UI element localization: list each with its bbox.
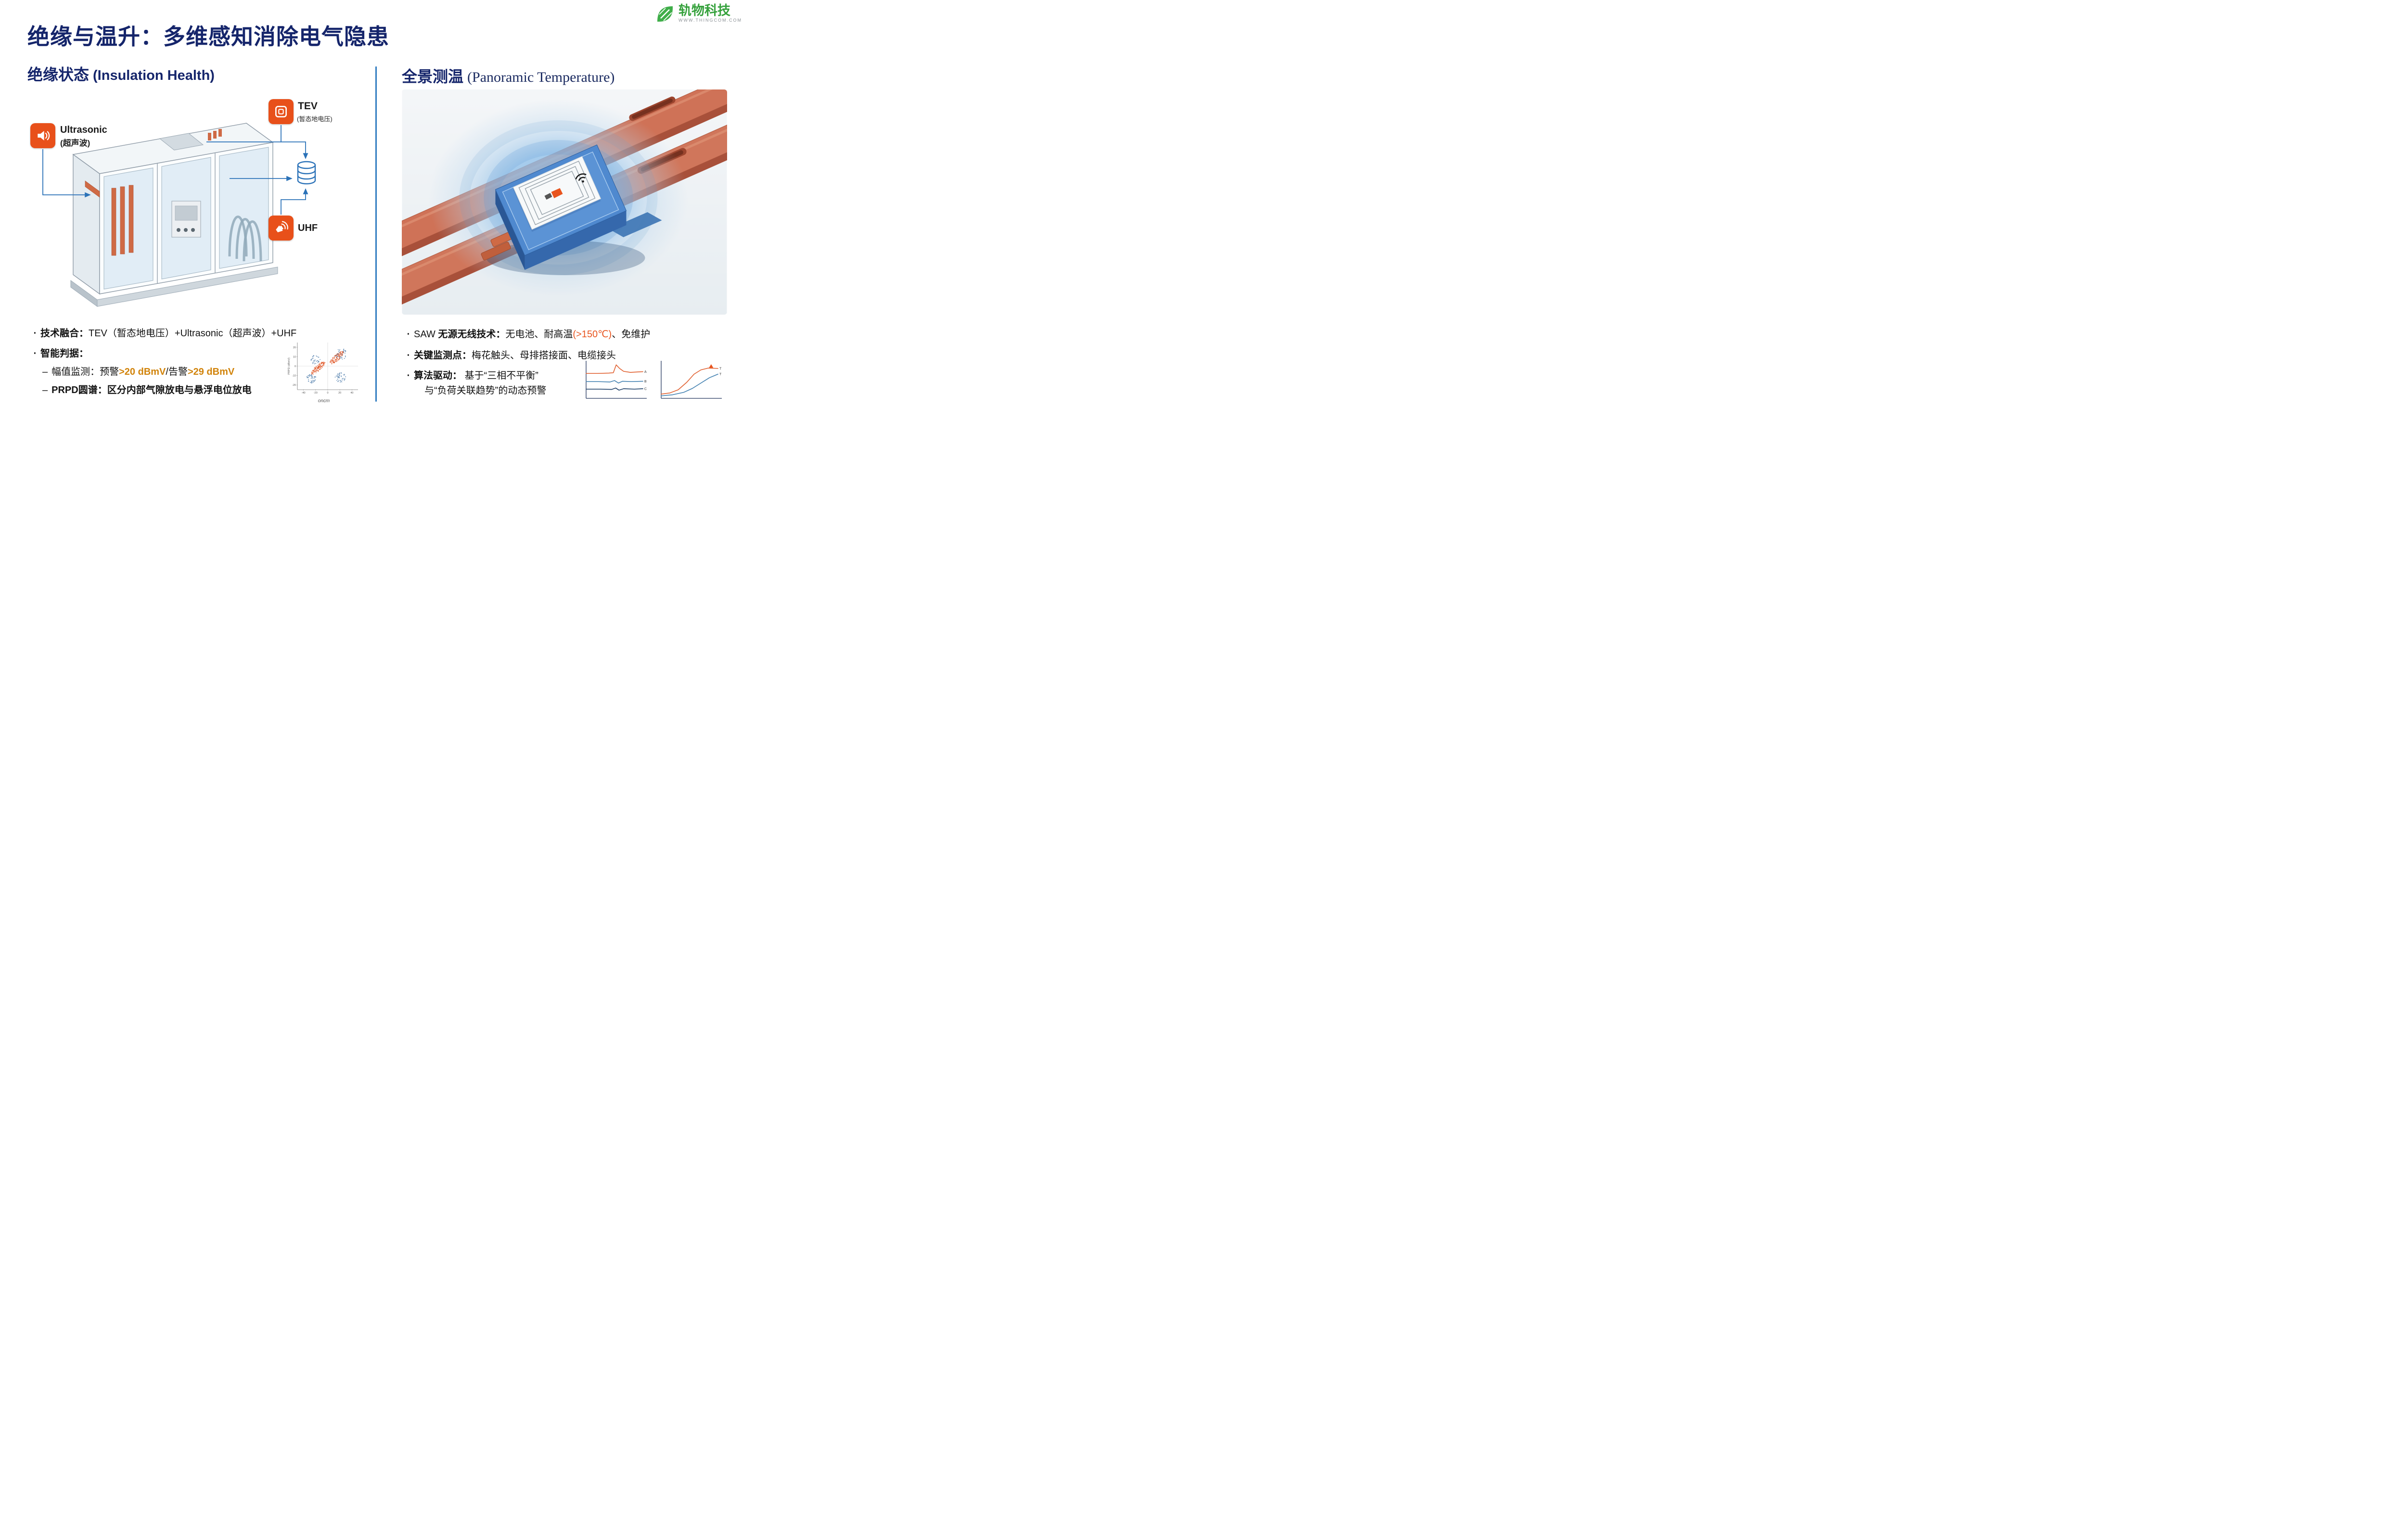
monitor-points-bullet: · 关键监测点：梅花触头、母排搭接面、电缆接头 (403, 347, 616, 361)
prpd-chart: -20 -10 0 10 20 -40 -20 0 20 40 PRPD (dBmV) oncm (286, 340, 362, 405)
amplitude-separator: /告警 (166, 367, 188, 377)
uhf-icon (269, 216, 294, 241)
algorithm-text-2: 与“负荷关联趋势”的动态预警 (424, 385, 547, 396)
svg-text:0: 0 (294, 365, 296, 368)
amplitude-prefix: 幅值监测：预警 (51, 367, 119, 377)
temperature-heading: 全景测温(Panoramic Temperature) (402, 64, 614, 87)
tev-sub-label: (暂态地电压) (297, 115, 333, 123)
logo-url: WWW.THINGCOM.COM (678, 18, 742, 23)
algorithm-text-1: 基于“三相不平衡” (464, 370, 538, 381)
saw-prefix: SAW (414, 329, 438, 340)
monitor-points-text: 梅花触头、母排搭接面、电缆接头 (472, 350, 616, 361)
svg-text:-20: -20 (314, 392, 318, 395)
fusion-bullet: ·技术融合：TEV（暂态地电压）+Ultrasonic（超声波）+UHF (30, 325, 297, 339)
svg-text:0: 0 (327, 392, 328, 395)
bullet-marker: · (33, 348, 37, 359)
warn-threshold: >20 dBmV (119, 367, 166, 377)
svg-text:T: T (719, 367, 722, 370)
saw-bullet: · SAW 无源无线技术：无电池、耐高温(>150℃)、免维护 (403, 326, 651, 340)
svg-text:-20: -20 (292, 384, 296, 387)
saw-label: 无源无线技术： (438, 329, 506, 340)
svg-text:40: 40 (350, 392, 353, 395)
svg-text:A: A (644, 370, 647, 374)
prpd-xlabel: oncm (318, 398, 330, 404)
insulation-heading-cn: 绝缘状态 (27, 66, 90, 83)
criteria-bullet: ·智能判据： (30, 345, 89, 359)
dash-marker: – (42, 367, 48, 377)
database-icon (297, 161, 316, 185)
fusion-text: TEV（暂态地电压）+Ultrasonic（超声波）+UHF (89, 328, 297, 339)
svg-text:-10: -10 (292, 375, 296, 378)
column-divider (375, 66, 377, 402)
temperature-heading-en: (Panoramic Temperature) (467, 69, 615, 85)
bullet-marker: · (407, 329, 410, 340)
svg-text:20: 20 (338, 392, 341, 395)
temperature-rating: (>150℃) (573, 329, 612, 340)
algorithm-label: 算法驱动： (414, 370, 462, 381)
criteria-label: 智能判据： (40, 348, 89, 359)
insulation-heading: 绝缘状态(Insulation Health) (27, 63, 215, 85)
uhf-label: UHF (298, 223, 318, 233)
svg-text:-40: -40 (302, 392, 306, 395)
svg-text:10: 10 (293, 356, 296, 358)
prpd-bullet: –PRPD圆谱：区分内部气隙放电与悬浮电位放电 (42, 382, 252, 396)
insulation-diagram: Ultrasonic (超声波) TEV (暂态地电压) (27, 88, 371, 329)
svg-text:C: C (644, 388, 647, 391)
bullet-marker: · (407, 350, 410, 361)
bullet-marker: · (407, 370, 410, 381)
svg-text:20: 20 (293, 346, 296, 349)
svg-text:T: T (719, 373, 722, 376)
alarm-threshold: >29 dBmV (187, 367, 235, 377)
saw-text-2: 、免维护 (612, 329, 651, 340)
ultrasonic-sub-label: (超声波) (60, 139, 90, 148)
saw-text-1: 无电池、耐高温 (505, 329, 573, 340)
monitor-points-label: 关键监测点： (414, 350, 472, 361)
amplitude-bullet: –幅值监测：预警>20 dBmV/告警>29 dBmV (42, 364, 234, 378)
page-title: 绝缘与温升：多维感知消除电气隐患 (27, 24, 389, 49)
prpd-text: PRPD圆谱：区分内部气隙放电与悬浮电位放电 (51, 385, 252, 395)
slide: 绝缘与温升：多维感知消除电气隐患 轨物科技 WWW.THINGCOM.COM 绝… (0, 0, 755, 421)
dash-marker: – (42, 385, 48, 395)
svg-text:B: B (644, 380, 647, 383)
logo-name: 轨物科技 (678, 3, 731, 18)
fusion-label: 技术融合： (40, 328, 89, 339)
ultrasonic-label: Ultrasonic (60, 125, 107, 135)
insulation-heading-en: (Insulation Health) (93, 68, 215, 83)
company-logo: 轨物科技 WWW.THINGCOM.COM (655, 4, 742, 24)
ultrasonic-icon (30, 123, 55, 148)
tev-icon (269, 99, 294, 124)
wifi-icon (575, 173, 587, 183)
leaf-logo-icon (655, 4, 675, 24)
bullet-marker: · (33, 328, 37, 339)
temperature-heading-cn: 全景测温 (402, 68, 464, 85)
three-phase-chart: A B C (582, 360, 650, 403)
switchgear-illustration (70, 123, 278, 307)
tev-label: TEV (298, 101, 318, 112)
svg-text:PRPD (dBmV): PRPD (dBmV) (288, 357, 291, 375)
algorithm-bullet: · 算法驱动： 基于“三相不平衡” 与“负荷关联趋势”的动态预警 (403, 369, 596, 398)
busbar-illustration (402, 89, 727, 315)
